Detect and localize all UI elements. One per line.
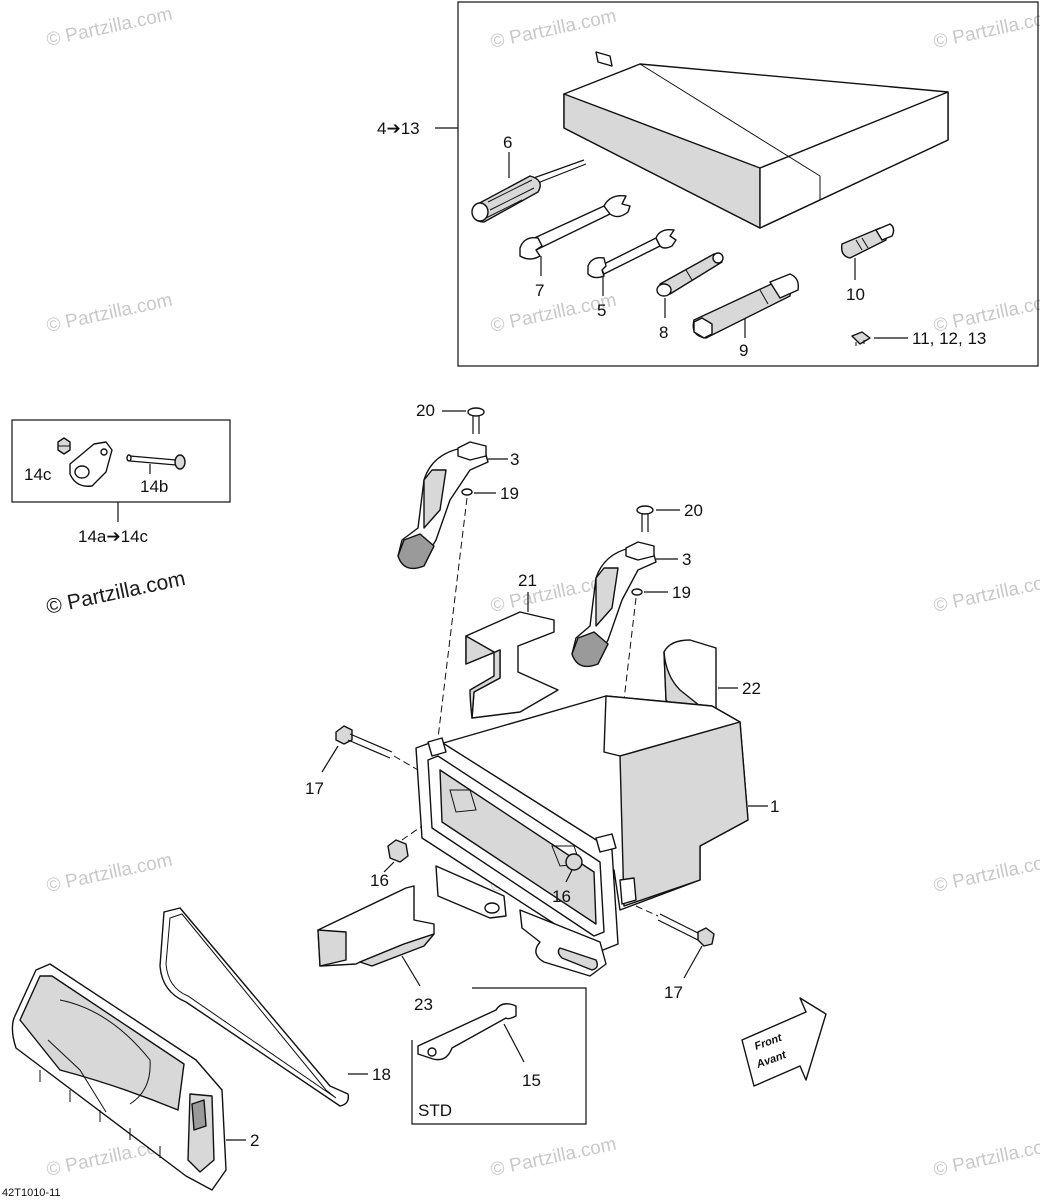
tool-kit-range-label: 4➔13 bbox=[377, 119, 420, 138]
tool-callout-8: 8 bbox=[659, 323, 668, 342]
bracket-nut bbox=[57, 437, 71, 455]
handle-left bbox=[397, 441, 489, 570]
screwdriver bbox=[471, 159, 587, 223]
fuse-puller bbox=[840, 223, 895, 259]
bracket-callout-14c: 14c bbox=[24, 465, 52, 484]
callout-1: 1 bbox=[770, 797, 779, 816]
mounting-bracket bbox=[69, 441, 113, 487]
bracket-kit-group: 14a➔14c 14c 14b bbox=[11, 419, 231, 546]
watermark-4: © Partzilla.com bbox=[45, 290, 175, 337]
handle-left-group: 20 3 19 bbox=[397, 401, 519, 739]
watermark-13: © Partzilla.com bbox=[489, 1134, 619, 1181]
c16a-leader bbox=[383, 861, 395, 873]
std-box bbox=[411, 987, 587, 1125]
callout-15: 15 bbox=[522, 1071, 541, 1090]
bracket-callout-14b: 14b bbox=[140, 477, 168, 496]
c16b-leader bbox=[565, 869, 573, 883]
callout-19-right: 19 bbox=[672, 583, 691, 602]
callout-20-right: 20 bbox=[684, 501, 703, 520]
front-arrow: Front Avant bbox=[741, 997, 827, 1087]
diagram-code: 42T1010-11 bbox=[2, 1187, 61, 1199]
callout-18: 18 bbox=[372, 1065, 391, 1084]
tool-callout-5: 5 bbox=[597, 301, 606, 320]
tool-callout-10: 10 bbox=[846, 285, 865, 304]
handle-left-screw bbox=[467, 407, 485, 434]
double-wrench-large bbox=[519, 195, 631, 260]
callout-3-right: 3 bbox=[682, 550, 691, 569]
handle-right-group: 20 3 19 bbox=[571, 501, 703, 837]
fuses bbox=[851, 331, 871, 346]
nut-16-left bbox=[387, 825, 423, 863]
double-wrench-small bbox=[587, 228, 677, 279]
tool-callout-9: 9 bbox=[739, 341, 748, 360]
handle-left-washer bbox=[461, 488, 473, 496]
nut-16-right bbox=[565, 853, 583, 871]
lid-2 bbox=[11, 963, 227, 1191]
handle-right-washer bbox=[631, 588, 643, 596]
callout-16-left: 16 bbox=[370, 871, 389, 890]
handle-right bbox=[571, 541, 657, 668]
watermark-2: © Partzilla.com bbox=[489, 6, 619, 53]
std-label: STD bbox=[418, 1101, 452, 1120]
tool-callout-6: 6 bbox=[503, 133, 512, 152]
c17a-leader bbox=[321, 745, 339, 773]
storage-bin-1 bbox=[415, 695, 749, 977]
watermark-3: © Partzilla.com bbox=[932, 6, 1040, 53]
c15-leader bbox=[503, 1023, 525, 1063]
watermark-1: © Partzilla.com bbox=[45, 4, 175, 51]
callout-16-right: 16 bbox=[552, 887, 571, 906]
watermark-9: © Partzilla.com bbox=[45, 850, 175, 897]
socket-tube-large bbox=[692, 273, 800, 339]
tool-bag bbox=[563, 51, 949, 229]
seal-18 bbox=[159, 907, 350, 1107]
handle-left-dash bbox=[437, 497, 468, 739]
callout-23: 23 bbox=[414, 995, 433, 1014]
foam-pad-21 bbox=[465, 611, 559, 719]
bracket-kit-range-label: 14a➔14c bbox=[78, 527, 149, 546]
c17b-leader bbox=[683, 945, 703, 979]
bracket-bolt bbox=[126, 454, 186, 470]
callout-2: 2 bbox=[250, 1131, 259, 1150]
watermark-8: © Partzilla.com bbox=[932, 570, 1040, 617]
callout-3-left: 3 bbox=[510, 450, 519, 469]
std-box-group: 15 STD bbox=[411, 987, 587, 1125]
bolt-17-right bbox=[635, 905, 715, 947]
bolt-17-left bbox=[335, 725, 419, 771]
callout-19-left: 19 bbox=[500, 484, 519, 503]
callout-22: 22 bbox=[742, 679, 761, 698]
callout-20-left: 20 bbox=[416, 401, 435, 420]
handle-right-screw bbox=[636, 505, 654, 532]
socket-tube-small bbox=[656, 252, 724, 297]
c23-leader bbox=[401, 955, 421, 987]
watermark-prominent: © Partzilla.com bbox=[44, 567, 187, 619]
tool-kit-box bbox=[457, 1, 1039, 367]
pad-23 bbox=[317, 885, 435, 967]
watermark-11: © Partzilla.com bbox=[932, 850, 1040, 897]
spanner-tool bbox=[417, 1003, 517, 1061]
watermark-14: © Partzilla.com bbox=[932, 1134, 1040, 1181]
tool-callout-11-12-13: 11, 12, 13 bbox=[912, 329, 986, 348]
callout-17-right: 17 bbox=[664, 983, 683, 1002]
bracket-kit-box bbox=[11, 419, 231, 503]
callout-21: 21 bbox=[518, 571, 537, 590]
callout-17-left: 17 bbox=[305, 779, 324, 798]
tool-kit-group: 4➔13 6 7 bbox=[377, 1, 1039, 367]
tool-callout-7: 7 bbox=[535, 281, 544, 300]
